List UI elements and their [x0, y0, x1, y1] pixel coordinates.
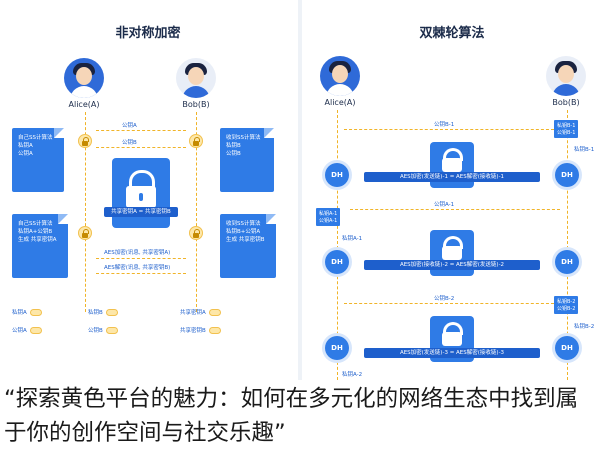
private-key-b1-label: 私钥B-1 [574, 147, 595, 153]
bob-name: Bob(B) [182, 100, 210, 109]
doc-line: 自己SS计算法 [18, 135, 53, 141]
key-icon [29, 308, 42, 316]
arrow-line [96, 258, 186, 259]
dh-node: DH [325, 250, 349, 274]
doc-line: 收到SS计算法 [226, 221, 261, 227]
dh-node: DH [325, 163, 349, 187]
public-key-a-label: 公钥A [122, 123, 137, 129]
legend-item: 私钥B [88, 308, 118, 316]
dh-node: DH [555, 250, 579, 274]
alice-person: Alice(A) [314, 56, 366, 107]
lock-icon [189, 134, 203, 148]
panel-title-asymmetric: 非对称加密 [115, 26, 181, 41]
caption-text: “探索黄色平台的魅力：如何在多元化的网络生态中找到属于你的创作空间与社交乐趣” [4, 386, 579, 446]
public-key-b2-label: 公钥B-2 [434, 296, 455, 302]
bob-key-doc: 收到SS计算法 私钥B 公钥B [220, 128, 274, 192]
shared-key-label: 共享密钥A = 共享密钥B [104, 207, 178, 217]
key-icon [105, 326, 118, 334]
bob-avatar-icon [546, 56, 586, 96]
bob-person: Bob(B) [170, 58, 222, 109]
bob-dashed-line [567, 110, 568, 380]
alice-name: Alice(A) [68, 100, 100, 109]
alice-dashed-line [85, 112, 86, 312]
lock-icon [189, 226, 203, 240]
lock-icon [78, 134, 92, 148]
doc-line: 自己SS计算法 [18, 221, 53, 227]
doc-line: 公钥A-1 [319, 218, 338, 224]
key-tag: 私钥B-2 公钥B-2 [554, 296, 579, 314]
doc-line: 公钥B-1 [557, 130, 576, 136]
legend-item: 私钥A [12, 308, 42, 316]
legend-item: 共享密钥A [180, 308, 221, 316]
key-tag: 私钥A-1 公钥A-1 [316, 208, 341, 226]
arrow-line [96, 147, 186, 148]
panel-title-double-ratchet: 双棘轮算法 [419, 26, 485, 41]
asymmetric-encryption-panel: 非对称加密 Alice(A) Bob(B) 公钥A 公钥B 自己SS计算法 私钥… [0, 0, 296, 380]
bob-name: Bob(B) [552, 98, 580, 107]
arrow-line [96, 273, 186, 274]
lock-icon [78, 226, 92, 240]
doc-line: 公钥A [18, 151, 33, 157]
arrow-line [96, 130, 186, 131]
arrow-line [350, 209, 560, 210]
aes-row-3-label: AES加密(发送链)-3 = AES解密(接收链)-3 [364, 348, 540, 358]
aes-encrypt-label: AES加密(讯息, 共享密钥A) [104, 250, 171, 256]
bob-shared-doc: 收到SS计算法 私钥B+公钥A 生成 共享密钥B [220, 214, 276, 278]
key-tag: 私钥B-1 公钥B-1 [554, 120, 579, 138]
public-key-b1-label: 公钥B-1 [434, 122, 455, 128]
doc-line: 私钥B [226, 143, 241, 149]
doc-line: 收到SS计算法 [226, 135, 261, 141]
doc-line: 私钥A+公钥B [18, 229, 53, 235]
alice-avatar-icon [64, 58, 104, 98]
doc-line: 公钥B [226, 151, 241, 157]
legend-label: 公钥A [12, 328, 27, 334]
key-icon [29, 326, 42, 334]
dh-node: DH [325, 336, 349, 360]
legend-label: 共享密钥A [180, 310, 206, 316]
key-icon [208, 308, 221, 316]
alice-name: Alice(A) [324, 98, 356, 107]
legend-label: 公钥B [88, 328, 103, 334]
doc-line: 私钥A-1 [319, 211, 338, 217]
private-key-b2-label: 私钥B-2 [574, 324, 595, 330]
aes-row-1-label: AES加密(发送链)-1 = AES解密(接收链)-1 [364, 172, 540, 182]
alice-avatar-icon [320, 56, 360, 96]
alice-person: Alice(A) [58, 58, 110, 109]
private-key-a1-label: 私钥A-1 [342, 236, 363, 242]
legend-label: 私钥A [12, 310, 27, 316]
aes-decrypt-label: AES解密(讯息, 共享密钥B) [104, 265, 171, 271]
doc-line: 私钥B-2 [557, 299, 576, 305]
legend-label: 共享密钥B [180, 328, 206, 334]
doc-line: 生成 共享密钥A [18, 237, 57, 243]
legend-item: 公钥B [88, 326, 118, 334]
dh-node: DH [555, 336, 579, 360]
private-key-a2-label: 私钥A-2 [342, 372, 363, 378]
doc-line: 私钥A [18, 143, 33, 149]
bob-avatar-icon [176, 58, 216, 98]
legend-item: 共享密钥B [180, 326, 221, 334]
alice-dashed-line [337, 110, 338, 380]
arrow-line [344, 303, 554, 304]
legend-label: 私钥B [88, 310, 103, 316]
big-lock-icon [112, 158, 170, 228]
double-ratchet-panel: 双棘轮算法 Alice(A) Bob(B) 公钥B-1 私钥B-1 公钥B-1 … [304, 0, 600, 380]
doc-line: 私钥B+公钥A [226, 229, 261, 235]
bob-person: Bob(B) [540, 56, 592, 107]
public-key-b-label: 公钥B [122, 140, 137, 146]
key-icon [208, 326, 221, 334]
key-icon [105, 308, 118, 316]
dh-node: DH [555, 163, 579, 187]
bob-dashed-line [196, 112, 197, 312]
doc-line: 生成 共享密钥B [226, 237, 265, 243]
arrow-line [344, 129, 554, 130]
doc-line: 私钥B-1 [557, 123, 576, 129]
doc-line: 公钥B-2 [557, 306, 576, 312]
aes-row-2-label: AES加密(接收链)-2 = AES解密(发送链)-2 [364, 260, 540, 270]
legend-item: 公钥A [12, 326, 42, 334]
alice-key-doc: 自己SS计算法 私钥A 公钥A [12, 128, 64, 192]
panel-divider [298, 0, 302, 380]
alice-shared-doc: 自己SS计算法 私钥A+公钥B 生成 共享密钥A [12, 214, 68, 278]
public-key-a1-label: 公钥A-1 [434, 202, 455, 208]
